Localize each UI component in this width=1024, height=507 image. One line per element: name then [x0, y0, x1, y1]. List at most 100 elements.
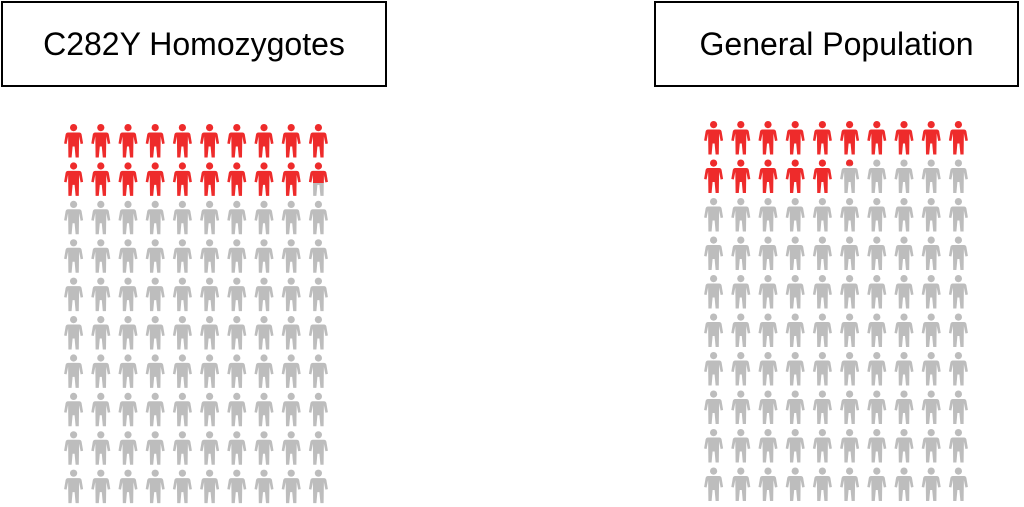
person-icon: [145, 200, 165, 235]
person-icon: [948, 313, 968, 347]
person-icon: [894, 313, 914, 347]
person-icon: [118, 124, 138, 158]
person-icon: [91, 124, 111, 158]
person-icon: [64, 392, 84, 427]
person-icon: [812, 467, 832, 501]
person-icon: [281, 316, 301, 350]
person-icon: [894, 198, 914, 232]
person-icon: [867, 236, 887, 270]
person-icon: [254, 469, 274, 504]
person-icon: [118, 277, 138, 312]
person-icon: [785, 390, 805, 424]
person-icon: [254, 277, 274, 312]
person-icon: [894, 275, 914, 309]
person-icon: [91, 200, 111, 235]
person-icon: [91, 239, 111, 273]
person-icon: [64, 239, 84, 273]
person-icon: [785, 198, 805, 232]
person-icon: [200, 431, 220, 465]
person-icon: [200, 162, 220, 196]
person-icon: [731, 313, 751, 347]
person-icon: [948, 275, 968, 309]
person-icon: [758, 467, 778, 501]
person-icon: [64, 200, 84, 235]
person-icon: [894, 467, 914, 501]
person-icon: [731, 429, 751, 463]
person-icon: [921, 198, 941, 232]
person-icon: [704, 198, 724, 232]
person-icon: [200, 200, 220, 235]
person-icon: [867, 275, 887, 309]
chart-title-general-population: General Population: [654, 1, 1019, 87]
person-icon: [840, 313, 860, 347]
person-icon: [91, 392, 111, 427]
person-icon: [64, 469, 84, 504]
person-icon: [281, 469, 301, 504]
person-icon: [308, 469, 328, 504]
person-icon: [118, 239, 138, 273]
person-icon: [308, 392, 328, 427]
person-icon: [145, 124, 165, 158]
person-icon: [308, 162, 328, 196]
person-icon: [64, 124, 84, 158]
person-icon: [812, 236, 832, 270]
person-icon: [785, 429, 805, 463]
person-icon: [840, 352, 860, 386]
person-icon: [758, 121, 778, 155]
person-icon: [308, 277, 328, 312]
person-icon: [921, 275, 941, 309]
person-icon: [145, 162, 165, 196]
person-icon: [704, 352, 724, 386]
person-icon: [91, 469, 111, 504]
person-icon: [281, 392, 301, 427]
person-icon: [172, 200, 192, 235]
person-icon: [812, 121, 832, 155]
person-icon: [308, 431, 328, 465]
person-icon: [145, 469, 165, 504]
person-icon: [731, 390, 751, 424]
person-icon: [172, 354, 192, 388]
person-icon: [731, 121, 751, 155]
person-icon: [200, 354, 220, 388]
person-icon: [867, 352, 887, 386]
person-icon: [840, 121, 860, 155]
person-icon: [308, 316, 328, 350]
person-icon: [840, 198, 860, 232]
person-icon: [91, 162, 111, 196]
person-icon: [308, 124, 328, 158]
person-icon: [758, 159, 778, 193]
person-icon: [145, 316, 165, 350]
person-icon: [785, 121, 805, 155]
person-icon: [948, 198, 968, 232]
person-icon: [172, 469, 192, 504]
person-icon: [758, 352, 778, 386]
person-icon: [227, 431, 247, 465]
person-icon: [254, 431, 274, 465]
person-icon: [172, 392, 192, 427]
person-icon: [840, 390, 860, 424]
person-icon: [64, 431, 84, 465]
person-icon: [64, 277, 84, 312]
person-icon: [254, 162, 274, 196]
person-icon: [281, 200, 301, 235]
person-icon: [948, 236, 968, 270]
chart-title-c282y: C282Y Homozygotes: [1, 1, 387, 87]
person-icon: [948, 159, 968, 193]
person-icon: [91, 431, 111, 465]
person-icon: [64, 162, 84, 196]
person-icon: [948, 352, 968, 386]
person-icon: [91, 316, 111, 350]
person-icon: [254, 316, 274, 350]
person-icon: [812, 159, 832, 193]
person-icon: [281, 162, 301, 196]
person-icon: [867, 313, 887, 347]
person-icon: [812, 275, 832, 309]
person-icon: [200, 277, 220, 312]
person-icon: [227, 392, 247, 427]
person-icon: [704, 390, 724, 424]
person-icon: [227, 316, 247, 350]
person-icon: [840, 467, 860, 501]
person-icon: [948, 121, 968, 155]
person-icon: [921, 390, 941, 424]
person-icon: [91, 354, 111, 388]
